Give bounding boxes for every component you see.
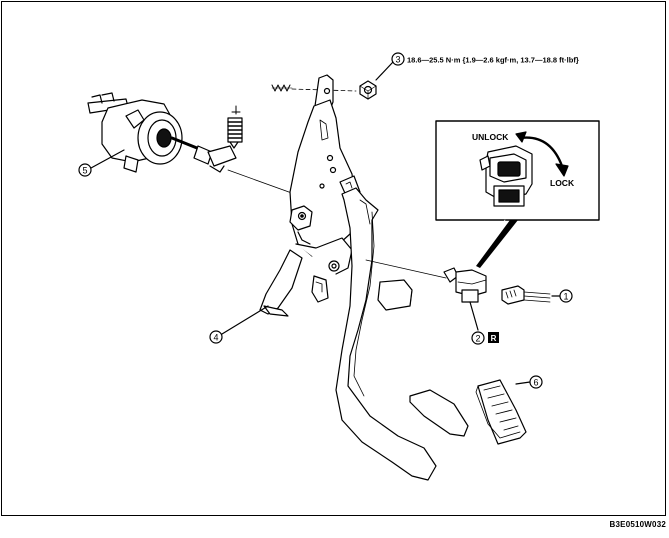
- arrow-lock-icon: [555, 163, 569, 177]
- document-code: B3E0510W032: [609, 520, 666, 529]
- clutch-master-cylinder: [87, 92, 237, 173]
- callout-4-number: 4: [213, 333, 218, 343]
- clutch-pedal-arm: [335, 187, 469, 481]
- callout-4: 4: [209, 305, 269, 344]
- leader-cylinder-to-bracket: [227, 169, 301, 197]
- pedal-pad: [475, 379, 527, 445]
- callout-6-number: 6: [533, 378, 538, 388]
- callout-5: 5: [78, 149, 125, 177]
- replace-badge: [488, 332, 499, 343]
- arrow-unlock-icon: [515, 131, 527, 143]
- replace-badge-letter: R: [491, 334, 497, 343]
- diagram-frame: [1, 1, 666, 516]
- inset-pointer: [476, 220, 518, 268]
- torque-spec: 18.6—25.5 N·m {1.9—2.6 kgf·m, 13.7—18.8 …: [407, 56, 579, 65]
- callout-2-number: 2: [475, 334, 480, 344]
- pivot-nut: [359, 80, 377, 100]
- switch-connector: [501, 285, 551, 305]
- pedal-bracket: [259, 99, 361, 317]
- inset-pointer-highlight: [472, 219, 506, 265]
- callout-1-number: 1: [563, 292, 568, 302]
- callout-2: 2 R: [469, 301, 499, 345]
- unlock-label: UNLOCK: [472, 132, 509, 142]
- callout-1: 1: [551, 289, 573, 303]
- return-spring: [227, 105, 243, 149]
- pivot-spring: [271, 84, 293, 92]
- clutch-switch: [443, 267, 487, 303]
- callout-6: 6: [515, 375, 543, 389]
- callout-3: 3 18.6—25.5 N·m {1.9—2.6 kgf·m, 13.7—18.…: [375, 52, 579, 81]
- callout-5-number: 5: [82, 166, 87, 176]
- leader-switch-to-bracket: [365, 259, 447, 279]
- lock-label: LOCK: [550, 178, 575, 188]
- lock-detail-inset: UNLOCK LOCK: [435, 120, 600, 221]
- callout-3-number: 3: [395, 55, 400, 65]
